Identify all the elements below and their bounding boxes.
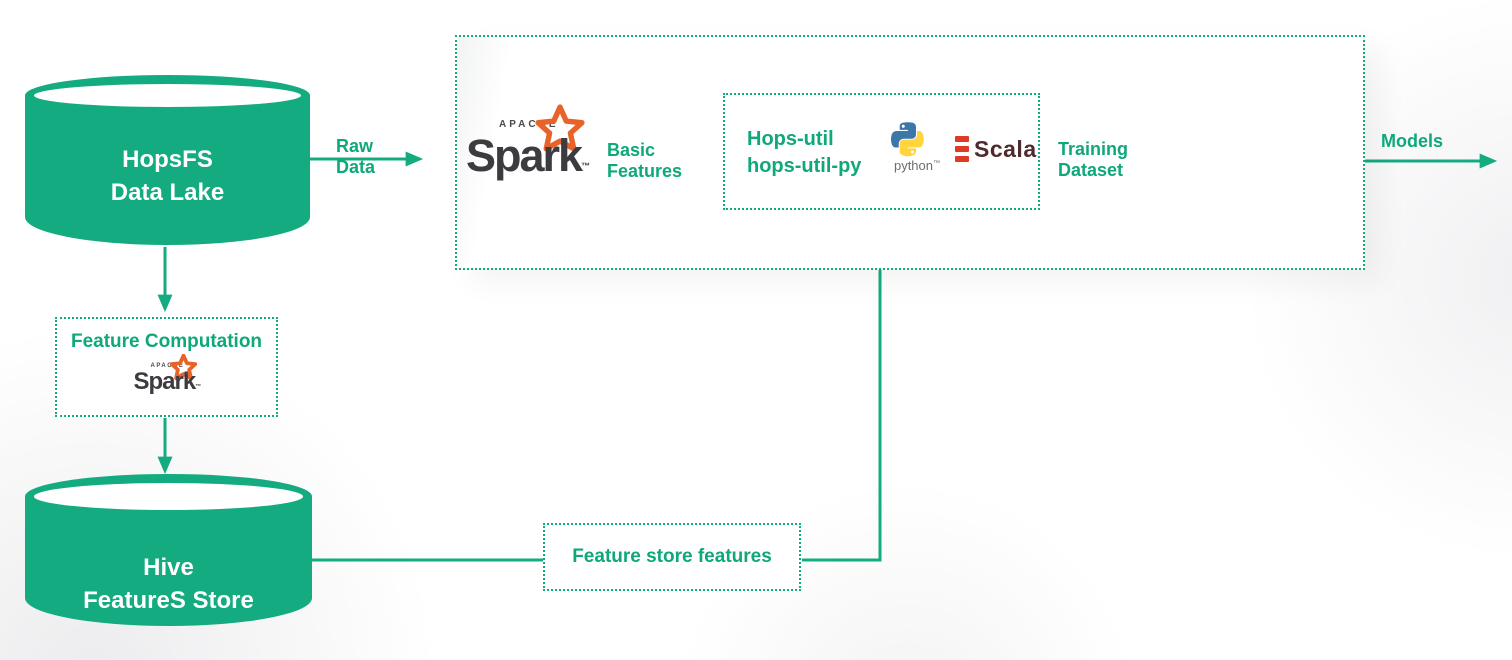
spark-name: Spark <box>133 368 197 395</box>
hive-label-line1: Hive <box>143 554 194 581</box>
spark-tm: ™ <box>581 161 590 171</box>
hops-util-box: Hops-util hops-util-py python™ Scala <box>723 93 1040 210</box>
spark-tm: ™ <box>195 384 201 390</box>
python-tm: ™ <box>933 160 941 167</box>
apache-spark-logo: APACHE Spark™ <box>463 104 597 192</box>
spark-name: Spark <box>466 130 583 181</box>
spark-wordmark: Spark™ <box>133 368 202 396</box>
scala-logo: Scala <box>955 136 1037 163</box>
raw-data-line1: Raw <box>336 136 374 156</box>
feature-store-features-label: Feature store features <box>572 546 772 567</box>
scala-icon <box>955 136 969 162</box>
hops-util-line1: Hops-util <box>747 128 834 150</box>
training-dataset-label: Training Dataset <box>1058 139 1128 181</box>
spark-apache-text: APACHE <box>499 119 559 130</box>
arrow-feature-store-to-hops-util <box>802 215 888 562</box>
spark-wordmark: Spark™ <box>466 130 590 182</box>
python-wordmark: python™ <box>891 158 943 173</box>
training-dataset-line1: Training <box>1058 139 1129 159</box>
hopsfs-label-line1: HopsFS <box>122 146 213 173</box>
models-text: Models <box>1381 131 1444 151</box>
hops-util-line2: hops-util-py <box>747 155 862 177</box>
spark-star-icon <box>535 104 585 152</box>
feature-computation-box: Feature Computation APACHE Spark™ <box>55 317 278 417</box>
raw-data-label: Raw Data <box>336 136 375 178</box>
apache-spark-logo-small: APACHE Spark™ <box>132 354 202 400</box>
hopsfs-label-line2: Data Lake <box>110 179 225 206</box>
feature-computation-title: Feature Computation <box>70 331 263 352</box>
basic-features-line1: Basic <box>607 140 656 160</box>
hops-util-label: Hops-util hops-util-py <box>747 126 861 180</box>
models-label: Models <box>1381 131 1443 152</box>
hive-features-store-cylinder: Hive FeatureS Store <box>25 474 312 626</box>
spark-apache-text: APACHE <box>150 363 185 369</box>
python-logo: python™ <box>891 122 943 173</box>
hive-label-line2: FeatureS Store <box>83 587 254 614</box>
feature-store-features-box: Feature store features <box>543 523 801 591</box>
python-name: python <box>893 158 934 173</box>
basic-features-label: Basic Features <box>607 140 682 182</box>
hopsfs-data-lake-cylinder: HopsFS Data Lake <box>25 75 310 245</box>
spark-star-icon <box>169 354 197 381</box>
raw-data-line2: Data <box>336 157 376 177</box>
training-dataset-line2: Dataset <box>1058 160 1124 180</box>
python-icon <box>891 122 924 157</box>
basic-features-line2: Features <box>607 161 683 181</box>
pipeline-dotted-box <box>455 35 1365 270</box>
scala-name: Scala <box>974 136 1037 162</box>
